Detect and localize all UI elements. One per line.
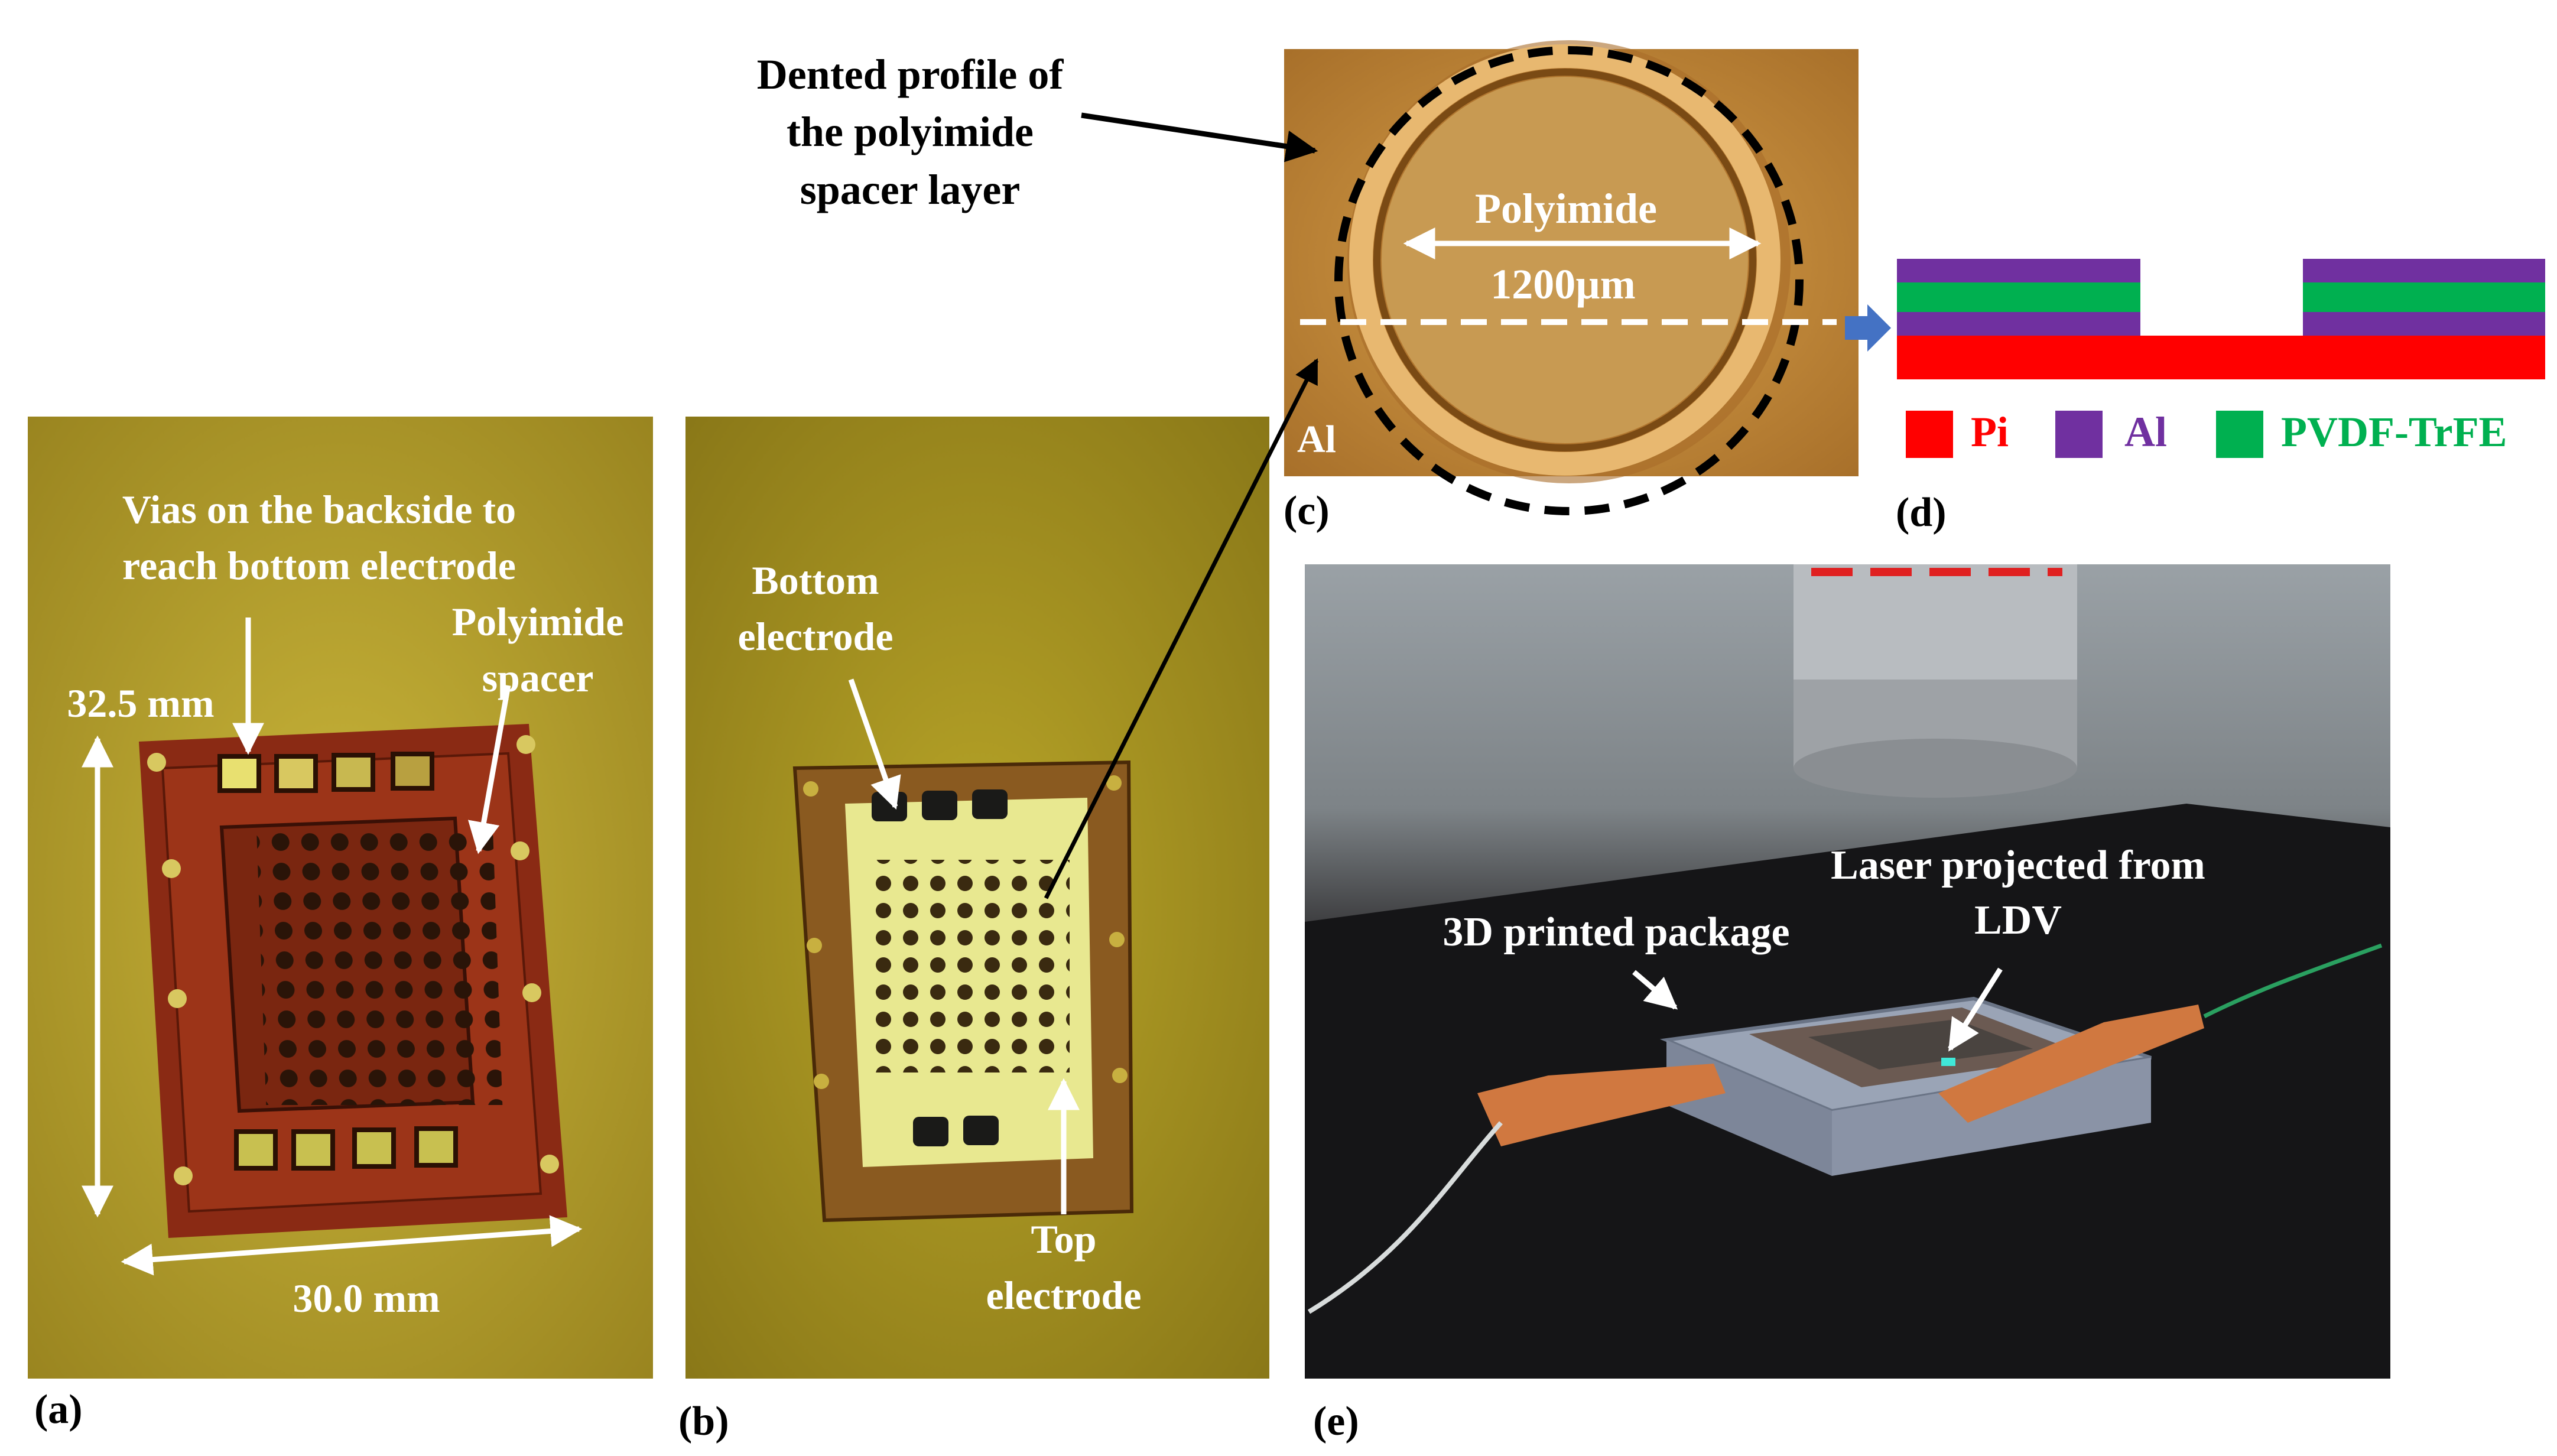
label-diameter: 1200µm	[1490, 261, 1635, 308]
layer-al-bottom-right	[2303, 312, 2545, 336]
label-bottom-line2: electrode	[737, 614, 893, 659]
label-dented-line3: spacer layer	[800, 166, 1021, 213]
label-top-line2: electrode	[986, 1273, 1141, 1318]
panel-e-photo	[1305, 564, 2390, 1379]
panel-d-schematic	[1897, 259, 2545, 458]
label-spacer-line1: Polyimide	[452, 599, 624, 644]
panel-label-d: (d)	[1896, 490, 1947, 535]
layer-pi	[1897, 336, 2545, 379]
label-vias-line1: Vias on the backside to	[122, 487, 516, 532]
label-height: 32.5 mm	[67, 681, 214, 726]
layer-al-top-left	[1897, 259, 2140, 282]
layer-pvdf-right	[2303, 282, 2545, 312]
legend-label-pvdf: PVDF-TrFE	[2281, 408, 2507, 456]
label-laser-line1: Laser projected from	[1831, 843, 2205, 888]
label-laser-line2: LDV	[1974, 898, 2062, 943]
label-polyimide: Polyimide	[1475, 185, 1657, 232]
panel-label-c: (c)	[1284, 488, 1330, 534]
arrow-bottom-electrode	[848, 678, 901, 810]
arrow-dented-profile	[1081, 112, 1318, 162]
blue-arrow	[1845, 304, 1891, 352]
arrow-width	[121, 1215, 583, 1276]
arrow-laser	[1948, 967, 2003, 1052]
arrow-b-to-c	[1044, 358, 1319, 899]
legend-swatch-al	[2055, 411, 2103, 458]
arrow-polyimide-spacer	[467, 685, 511, 854]
legend-swatch-pi	[1906, 411, 1953, 458]
label-bottom-line1: Bottom	[752, 558, 879, 603]
panel-label-e: (e)	[1313, 1399, 1359, 1444]
dashed-outline-circle	[1334, 46, 1804, 515]
label-vias-line2: reach bottom electrode	[122, 543, 516, 588]
label-top-line1: Top	[1031, 1217, 1097, 1262]
panel-c-micrograph	[1284, 40, 1859, 483]
label-spacer-line2: spacer	[482, 655, 594, 700]
legend-label-pi: Pi	[1971, 408, 2009, 456]
layer-al-top-right	[2303, 259, 2545, 282]
arrow-package	[1632, 970, 1678, 1010]
legend-label-al: Al	[2124, 408, 2167, 456]
label-package: 3D printed package	[1442, 909, 1789, 955]
panel-label-a: (a)	[34, 1387, 83, 1432]
legend-swatch-pvdf	[2216, 411, 2263, 458]
panel-label-b: (b)	[678, 1399, 729, 1444]
label-dented-line1: Dented profile of	[757, 51, 1064, 98]
panel-b-photo	[685, 417, 1269, 1379]
label-al-c: Al	[1297, 418, 1336, 461]
layer-pvdf-left	[1897, 282, 2140, 312]
label-width: 30.0 mm	[293, 1276, 440, 1321]
label-dented-line2: the polyimide	[787, 108, 1034, 155]
layer-al-bottom-left	[1897, 312, 2140, 336]
